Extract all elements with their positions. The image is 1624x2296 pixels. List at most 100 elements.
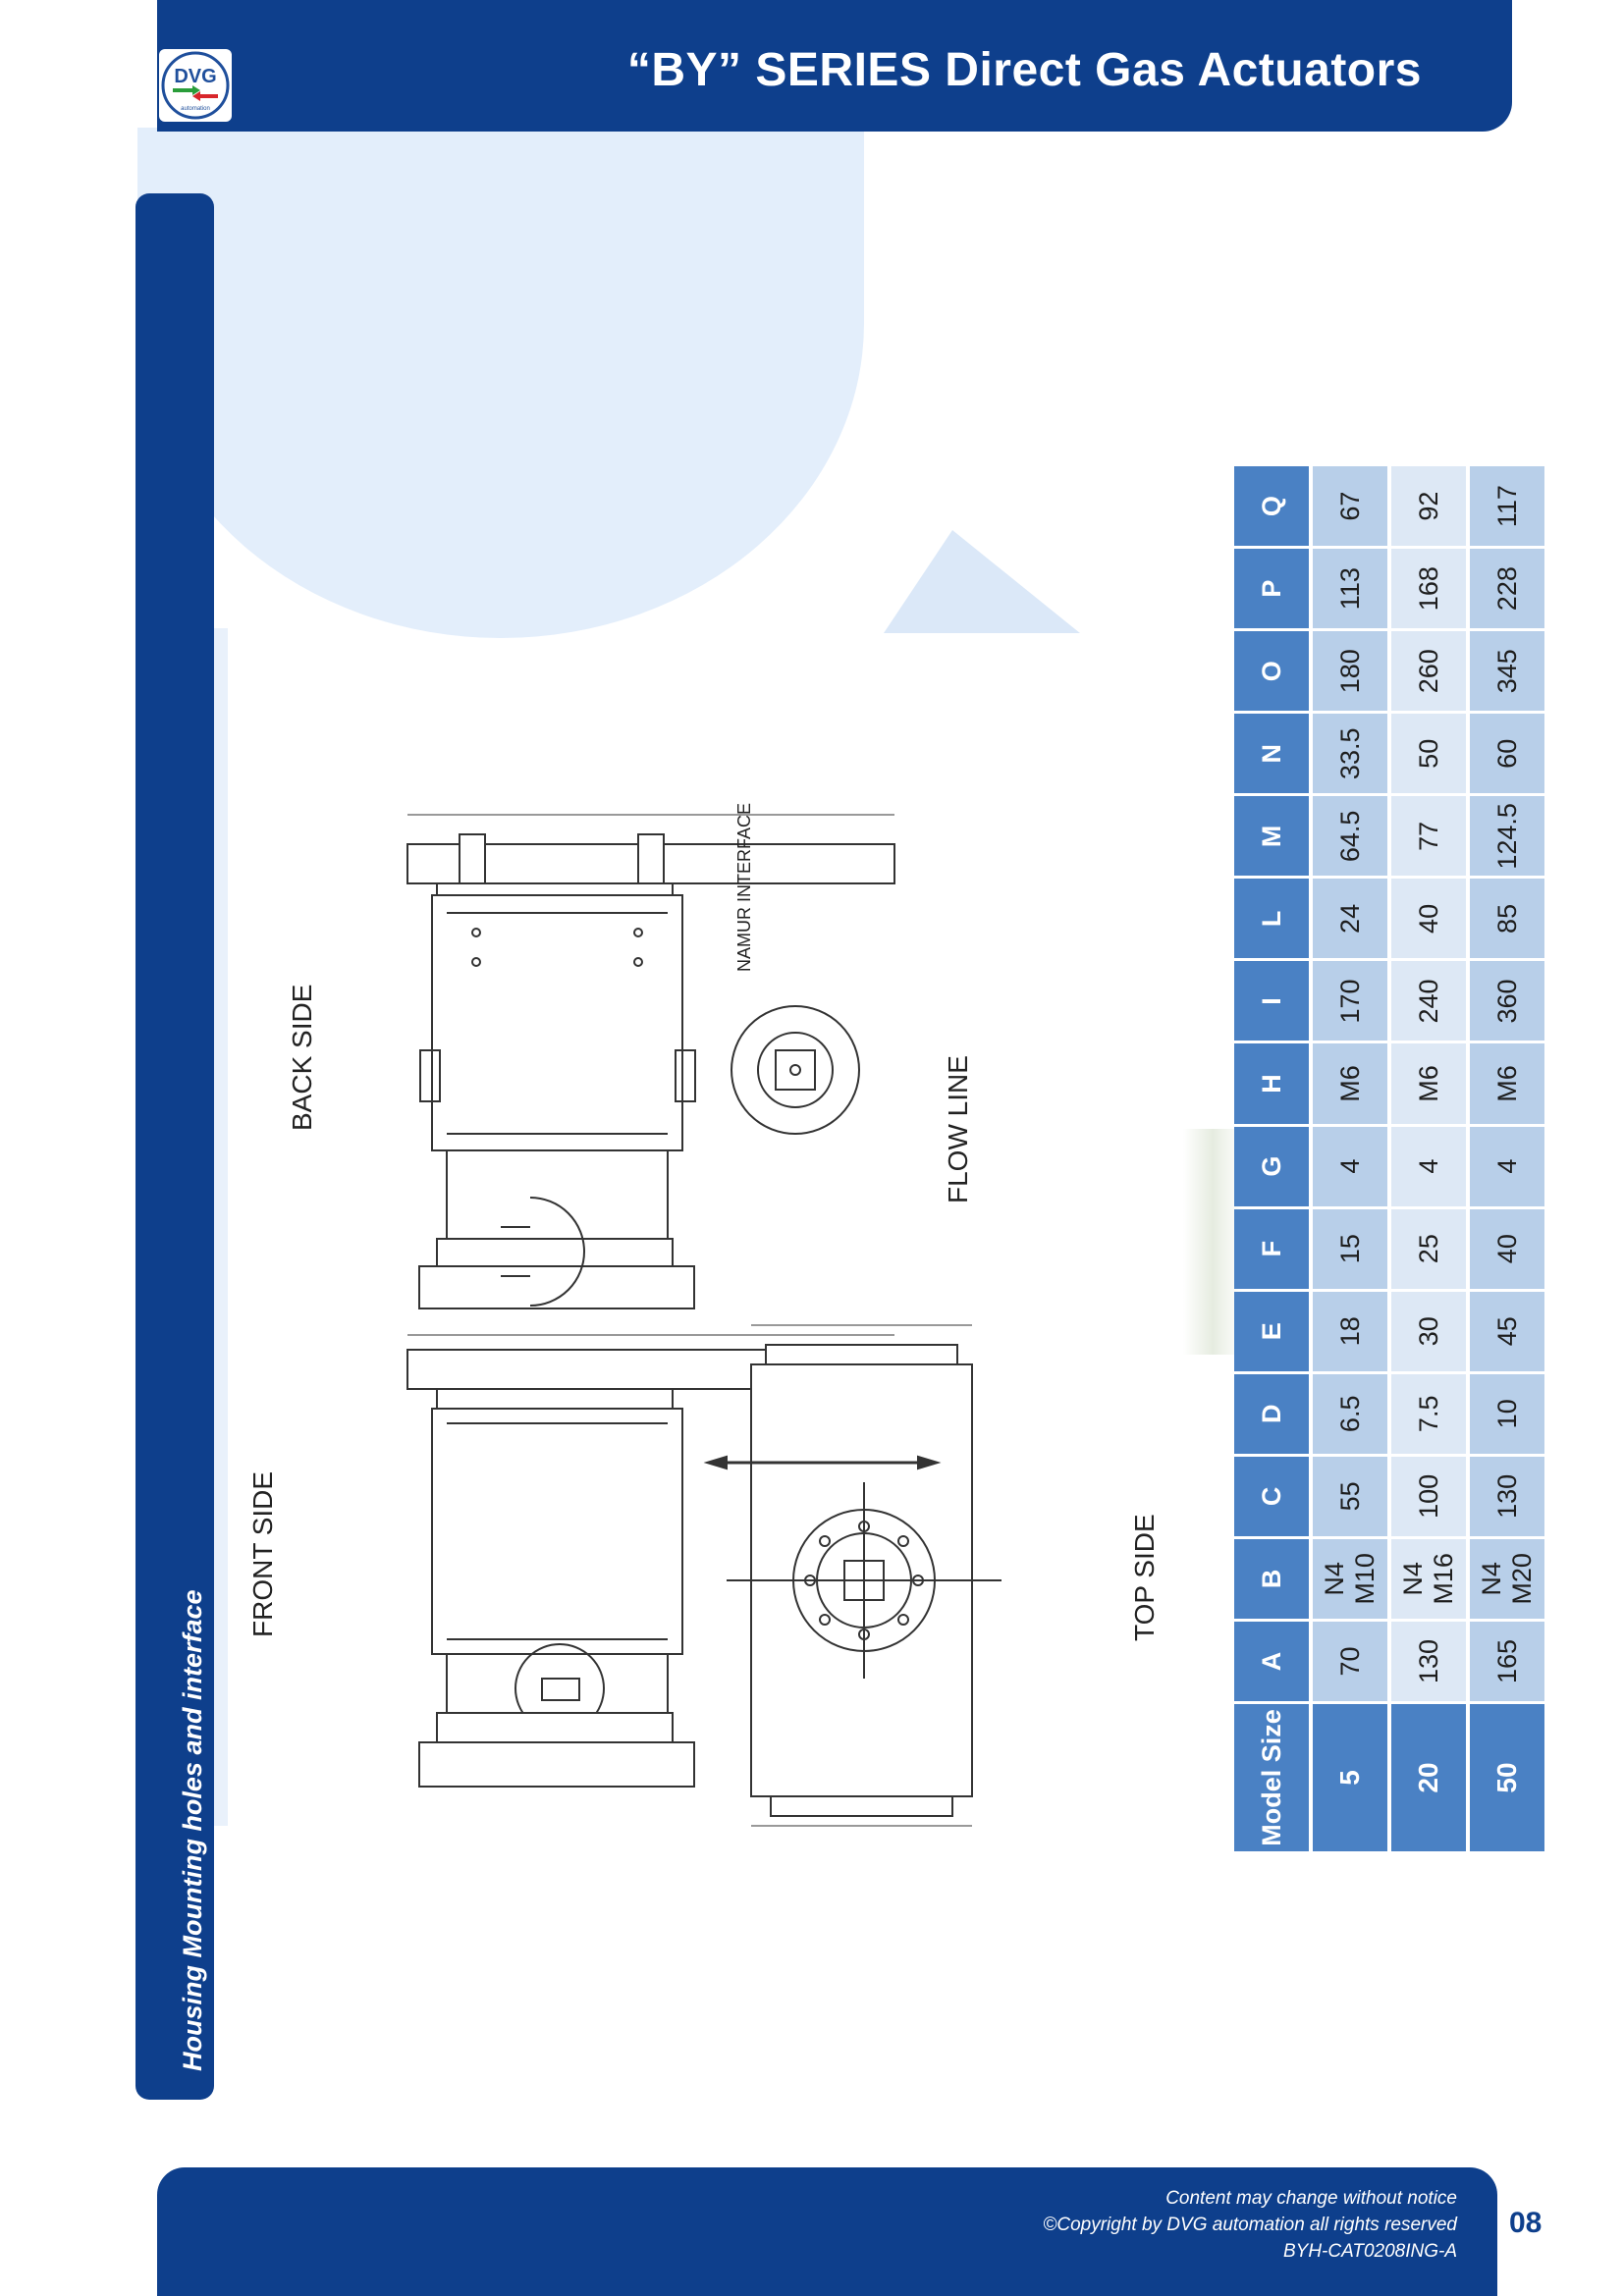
background-arch [137, 128, 864, 638]
table-header-b: B [1234, 1538, 1309, 1619]
table-header-i: I [1234, 961, 1309, 1041]
dimension-lines [407, 814, 972, 1827]
table-cell: 77 [1391, 796, 1466, 877]
table-header-m: M [1234, 796, 1309, 877]
back-side-label: BACK SIDE [287, 984, 317, 1131]
table-header-d: D [1234, 1373, 1309, 1454]
footer-line-code: BYH-CAT0208ING-A [1282, 2241, 1457, 2262]
table-cell: 4 [1391, 1126, 1466, 1206]
namur-interface-label: NAMUR INTERFACE [734, 802, 754, 972]
table-cell: 33.5 [1313, 714, 1387, 794]
table-cell: 40 [1391, 879, 1466, 959]
table-header-h: H [1234, 1043, 1309, 1124]
table-cell: 168 [1391, 549, 1466, 629]
table-header-o: O [1234, 631, 1309, 712]
table-header-e: E [1234, 1291, 1309, 1371]
table-cell: 20 [1391, 1704, 1466, 1851]
table-cell: 130 [1391, 1621, 1466, 1701]
table-cell: 64.5 [1313, 796, 1387, 877]
table-cell: 50 [1470, 1704, 1544, 1851]
table-cell: 7.5 [1391, 1373, 1466, 1454]
table-cell: 85 [1470, 879, 1544, 959]
table-header-q: Q [1234, 466, 1309, 547]
table-cell: 228 [1470, 549, 1544, 629]
table-cell: 25 [1391, 1208, 1466, 1289]
table-cell: 260 [1391, 631, 1466, 712]
table-cell: 92 [1391, 466, 1466, 547]
flow-line-arrow [703, 1455, 942, 1470]
table-cell: 30 [1391, 1291, 1466, 1371]
front-side-label: FRONT SIDE [247, 1470, 278, 1637]
table-cell: 113 [1313, 549, 1387, 629]
namur-interface-view [501, 1005, 860, 1307]
table-cell: 60 [1470, 714, 1544, 794]
table-cell: 70 [1313, 1621, 1387, 1701]
table-cell: 170 [1313, 961, 1387, 1041]
table-header-c: C [1234, 1456, 1309, 1536]
table-cell: 6.5 [1313, 1373, 1387, 1454]
page-number: 08 [1509, 2207, 1543, 2239]
company-logo: DVG automation [159, 49, 232, 122]
table-cell: 117 [1470, 466, 1544, 547]
page-title: “BY” SERIES Direct Gas Actuators [626, 44, 1422, 96]
svg-text:DVG: DVG [174, 66, 216, 87]
table-cell: 100 [1391, 1456, 1466, 1536]
table-header-g: G [1234, 1126, 1309, 1206]
section-sidebar [135, 193, 214, 2100]
table-header-p: P [1234, 549, 1309, 629]
top-side-view [727, 1344, 1001, 1817]
table-cell: 50 [1391, 714, 1466, 794]
svg-text:automation: automation [181, 106, 210, 112]
table-cell: 10 [1470, 1373, 1544, 1454]
table-header-f: F [1234, 1208, 1309, 1289]
table-cell: 240 [1391, 961, 1466, 1041]
logo-icon: DVG automation [161, 51, 230, 120]
table-cell: 67 [1313, 466, 1387, 547]
table-cell: 124.5 [1470, 796, 1544, 877]
table-cell: 4 [1470, 1126, 1544, 1206]
table-cell: N4 M20 [1470, 1538, 1544, 1619]
table-header-a: A [1234, 1621, 1309, 1701]
table-cell: 40 [1470, 1208, 1544, 1289]
top-side-label: TOP SIDE [1129, 1514, 1160, 1641]
technical-drawing [406, 814, 1001, 1827]
table-cell: 165 [1470, 1621, 1544, 1701]
background-triangle [884, 530, 1080, 633]
table-cell: M6 [1470, 1043, 1544, 1124]
table-cell: 24 [1313, 879, 1387, 959]
flow-line-label: FLOW LINE [943, 1055, 973, 1203]
table-header-n: N [1234, 714, 1309, 794]
table-cell: 45 [1470, 1291, 1544, 1371]
table-cell: N4 M16 [1391, 1538, 1466, 1619]
table-cell: 15 [1313, 1208, 1387, 1289]
footer-notice: Content may change without notice ©Copyr… [1043, 2185, 1457, 2265]
table-header-model-size: Model Size [1234, 1704, 1309, 1851]
table-cell: M6 [1391, 1043, 1466, 1124]
table-cell: 180 [1313, 631, 1387, 712]
page-header: “BY” SERIES Direct Gas Actuators [157, 0, 1512, 132]
table-cell: 360 [1470, 961, 1544, 1041]
page-footer [157, 2167, 1497, 2296]
background-fade [1183, 1129, 1242, 1355]
table-cell: 18 [1313, 1291, 1387, 1371]
table-cell: 345 [1470, 631, 1544, 712]
table-cell: N4 M10 [1313, 1538, 1387, 1619]
footer-line-notice: Content may change without notice [1165, 2188, 1457, 2209]
table-cell: 55 [1313, 1456, 1387, 1536]
table-cell: 4 [1313, 1126, 1387, 1206]
background-strip [214, 628, 228, 1826]
table-cell: 130 [1470, 1456, 1544, 1536]
back-side-view [406, 833, 895, 1309]
table-header-l: L [1234, 879, 1309, 959]
section-label: Housing Mounting holes and interface [178, 1589, 207, 2071]
front-side-view [406, 1349, 895, 1788]
table-cell: 5 [1313, 1704, 1387, 1851]
table-cell: M6 [1313, 1043, 1387, 1124]
